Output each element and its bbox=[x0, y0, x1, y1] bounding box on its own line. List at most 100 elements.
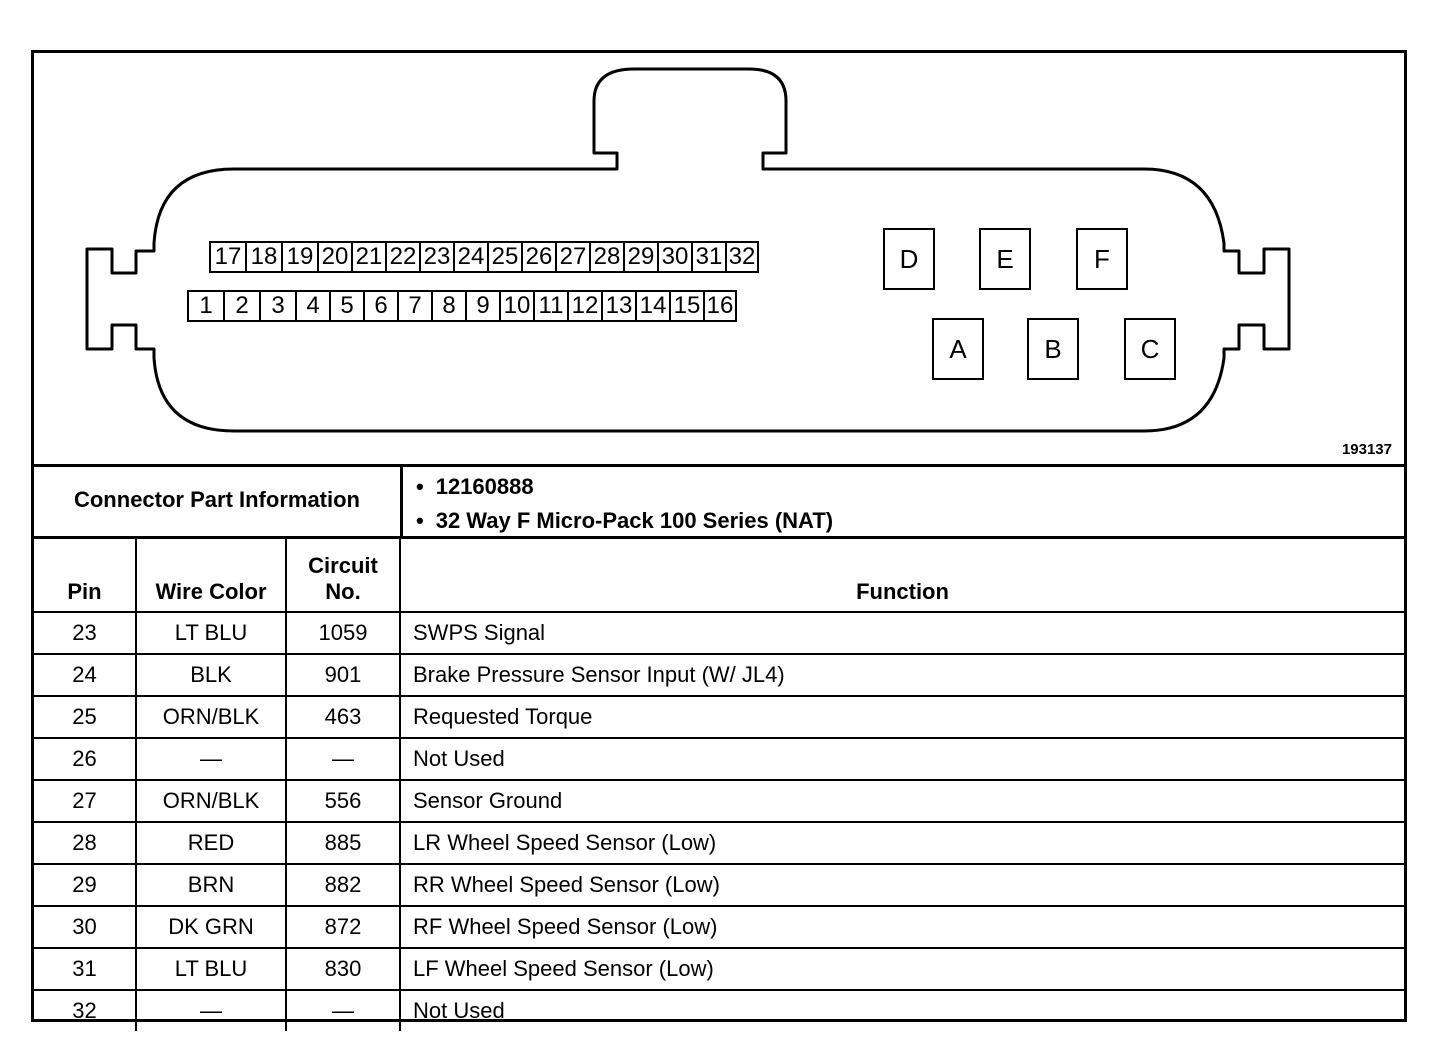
pin-bottom-10: 10 bbox=[499, 290, 533, 322]
connector-outline bbox=[85, 67, 1291, 433]
cavity-c: C bbox=[1124, 318, 1176, 380]
cell-pin: 27 bbox=[34, 779, 137, 823]
cell-function: Requested Torque bbox=[399, 695, 1404, 739]
cavity-e: E bbox=[979, 228, 1031, 290]
pin-bottom-14: 14 bbox=[635, 290, 669, 322]
cavity-b: B bbox=[1027, 318, 1079, 380]
pin-bottom-15: 15 bbox=[669, 290, 703, 322]
cavity-f: F bbox=[1076, 228, 1128, 290]
cell-function: SWPS Signal bbox=[399, 611, 1404, 655]
part-info-label: Connector Part Information bbox=[34, 464, 403, 536]
cell-wire-color: ORN/BLK bbox=[135, 695, 287, 739]
pin-top-31: 31 bbox=[691, 241, 725, 273]
cell-pin: 31 bbox=[34, 947, 137, 991]
cell-circuit: 1059 bbox=[285, 611, 401, 655]
pin-bottom-11: 11 bbox=[533, 290, 567, 322]
pin-top-25: 25 bbox=[487, 241, 521, 273]
part-info-list: 12160888 32 Way F Micro-Pack 100 Series … bbox=[416, 470, 833, 538]
table-row: 32——Not Used bbox=[34, 989, 1404, 1031]
cell-pin: 28 bbox=[34, 821, 137, 865]
pin-bottom-3: 3 bbox=[259, 290, 295, 322]
pin-top-26: 26 bbox=[521, 241, 555, 273]
header-function: Function bbox=[399, 539, 1404, 613]
cell-circuit: 885 bbox=[285, 821, 401, 865]
cell-function: Not Used bbox=[399, 989, 1404, 1031]
cell-wire-color: BLK bbox=[135, 653, 287, 697]
cell-circuit: 872 bbox=[285, 905, 401, 949]
cell-pin: 23 bbox=[34, 611, 137, 655]
pin-top-21: 21 bbox=[351, 241, 385, 273]
part-number: 12160888 bbox=[416, 470, 833, 504]
cell-wire-color: DK GRN bbox=[135, 905, 287, 949]
cell-wire-color: ORN/BLK bbox=[135, 779, 287, 823]
cell-circuit: 463 bbox=[285, 695, 401, 739]
part-description: 32 Way F Micro-Pack 100 Series (NAT) bbox=[416, 504, 833, 538]
header-circuit-line1: Circuit bbox=[308, 553, 378, 578]
pin-top-18: 18 bbox=[245, 241, 281, 273]
cell-circuit: — bbox=[285, 737, 401, 781]
pin-top-17: 17 bbox=[209, 241, 245, 273]
cell-circuit: 882 bbox=[285, 863, 401, 907]
cell-wire-color: — bbox=[135, 989, 287, 1031]
pin-bottom-7: 7 bbox=[397, 290, 431, 322]
cell-function: RR Wheel Speed Sensor (Low) bbox=[399, 863, 1404, 907]
table-row: 26——Not Used bbox=[34, 737, 1404, 781]
cell-wire-color: LT BLU bbox=[135, 611, 287, 655]
pin-top-28: 28 bbox=[589, 241, 623, 273]
cavity-a: A bbox=[932, 318, 984, 380]
pin-bottom-13: 13 bbox=[601, 290, 635, 322]
cell-pin: 25 bbox=[34, 695, 137, 739]
header-circuit-line2: No. bbox=[325, 579, 361, 604]
pin-top-20: 20 bbox=[317, 241, 351, 273]
cell-function: LF Wheel Speed Sensor (Low) bbox=[399, 947, 1404, 991]
pin-bottom-2: 2 bbox=[223, 290, 259, 322]
pin-top-23: 23 bbox=[419, 241, 453, 273]
pin-bottom-5: 5 bbox=[329, 290, 363, 322]
pin-bottom-6: 6 bbox=[363, 290, 397, 322]
cell-function: Sensor Ground bbox=[399, 779, 1404, 823]
cell-circuit: 901 bbox=[285, 653, 401, 697]
cell-wire-color: — bbox=[135, 737, 287, 781]
pin-top-32: 32 bbox=[725, 241, 759, 273]
header-circuit: Circuit No. bbox=[285, 539, 401, 613]
pin-bottom-4: 4 bbox=[295, 290, 329, 322]
cell-function: Brake Pressure Sensor Input (W/ JL4) bbox=[399, 653, 1404, 697]
pin-top-24: 24 bbox=[453, 241, 487, 273]
cell-pin: 30 bbox=[34, 905, 137, 949]
cell-function: RF Wheel Speed Sensor (Low) bbox=[399, 905, 1404, 949]
pin-bottom-16: 16 bbox=[703, 290, 737, 322]
pin-bottom-1: 1 bbox=[187, 290, 223, 322]
header-pin: Pin bbox=[34, 539, 137, 613]
pin-top-30: 30 bbox=[657, 241, 691, 273]
cell-circuit: 830 bbox=[285, 947, 401, 991]
cell-pin: 32 bbox=[34, 989, 137, 1031]
cell-circuit: — bbox=[285, 989, 401, 1031]
header-wire-color: Wire Color bbox=[135, 539, 287, 613]
cell-wire-color: RED bbox=[135, 821, 287, 865]
cell-function: Not Used bbox=[399, 737, 1404, 781]
connector-part-information: Connector Part Information 12160888 32 W… bbox=[34, 464, 1404, 539]
pin-top-27: 27 bbox=[555, 241, 589, 273]
table-header-row: Pin Wire Color Circuit No. Function bbox=[34, 539, 1404, 613]
cell-pin: 26 bbox=[34, 737, 137, 781]
pin-top-29: 29 bbox=[623, 241, 657, 273]
pin-top-22: 22 bbox=[385, 241, 419, 273]
pin-bottom-12: 12 bbox=[567, 290, 601, 322]
cell-wire-color: BRN bbox=[135, 863, 287, 907]
pin-bottom-9: 9 bbox=[465, 290, 499, 322]
cavity-d: D bbox=[883, 228, 935, 290]
